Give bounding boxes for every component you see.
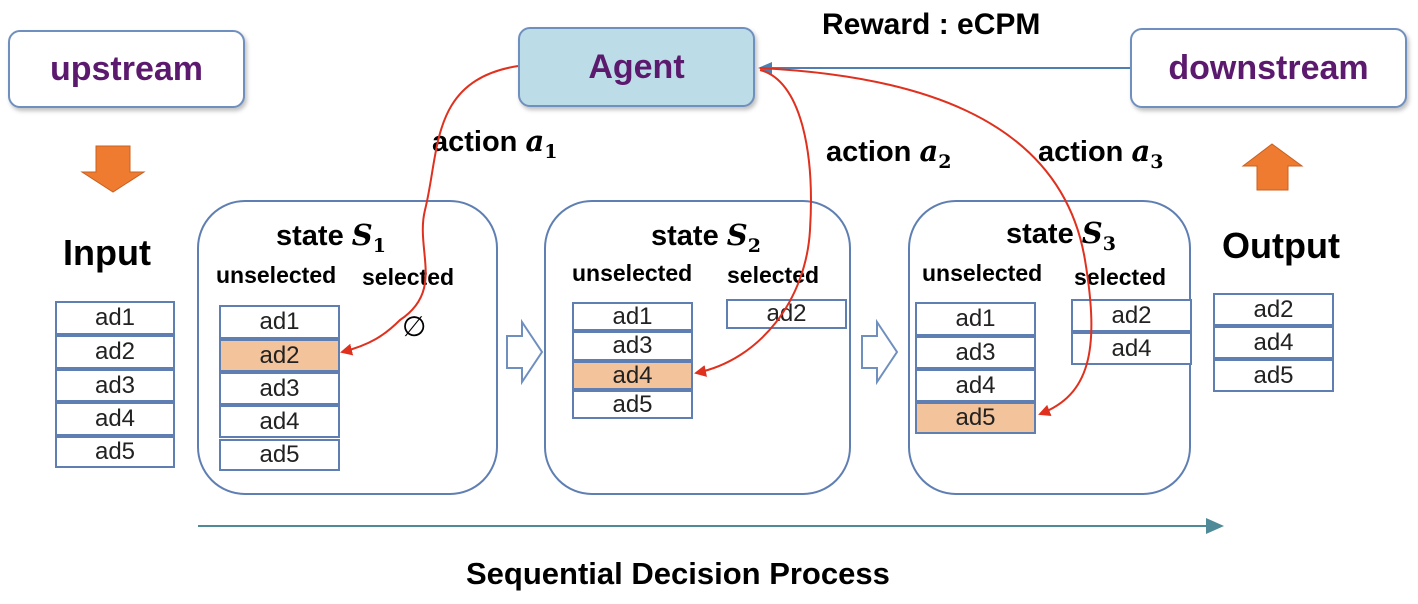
- action-3-curve: [759, 67, 1093, 417]
- state-1-unselected-item: ad4: [219, 405, 340, 438]
- state-1-unselected-item: ad3: [219, 372, 340, 405]
- state-2-unselected-item-highlighted: ad4: [572, 361, 693, 390]
- action-1-label: action a1: [432, 124, 558, 163]
- agent-box: Agent: [518, 27, 755, 107]
- state-2-unselected-label: unselected: [572, 260, 693, 286]
- state-3-unselected-label: unselected: [922, 260, 1043, 286]
- state-1-unselected-item: ad5: [219, 439, 340, 471]
- state-2-unselected-item: ad1: [572, 302, 693, 331]
- state-1-selected-label: selected: [362, 264, 455, 290]
- action-3-label: action a3: [1038, 134, 1164, 173]
- reward-label: Reward : eCPM: [822, 8, 1041, 41]
- state-1-unselected-label: unselected: [216, 262, 337, 288]
- upstream-down-arrow: [80, 145, 146, 193]
- action-2-label: action a2: [826, 134, 952, 173]
- action-1-curve: [340, 65, 519, 356]
- state-3-unselected-item-highlighted: ad5: [915, 402, 1036, 434]
- state-1-unselected-item-highlighted: ad2: [219, 339, 340, 372]
- state-2-selected-item: ad2: [726, 299, 847, 329]
- input-item: ad2: [55, 335, 175, 369]
- upstream-box: upstream: [8, 30, 245, 108]
- transition-arrow-2: [861, 318, 899, 386]
- state-2-unselected-item: ad5: [572, 390, 693, 419]
- input-item: ad1: [55, 301, 175, 335]
- upstream-label: upstream: [49, 49, 204, 88]
- state-1-title: state S1: [276, 218, 386, 257]
- state-2-title: state S2: [651, 218, 761, 257]
- state-2-unselected-item: ad3: [572, 331, 693, 361]
- input-item: ad5: [55, 436, 175, 468]
- state-3-unselected-item: ad1: [915, 302, 1036, 336]
- state-3-unselected-item: ad3: [915, 336, 1036, 369]
- input-item: ad3: [55, 369, 175, 402]
- state-1-unselected-item: ad1: [219, 305, 340, 339]
- action-2-curve: [694, 69, 812, 377]
- footer-label: Sequential Decision Process: [466, 556, 890, 591]
- output-item: ad4: [1213, 326, 1334, 359]
- process-arrowhead: [1206, 518, 1224, 534]
- transition-arrow-1: [506, 318, 544, 386]
- output-title: Output: [1222, 225, 1340, 266]
- input-item: ad4: [55, 402, 175, 436]
- downstream-label: downstream: [1168, 48, 1369, 87]
- output-item: ad2: [1213, 293, 1334, 326]
- state-3-title: state S3: [1006, 216, 1116, 255]
- agent-label: Agent: [588, 47, 685, 86]
- downstream-box: downstream: [1130, 28, 1407, 108]
- output-item: ad5: [1213, 359, 1334, 392]
- state-3-unselected-item: ad4: [915, 369, 1036, 402]
- output-up-arrow: [1241, 143, 1304, 191]
- input-title: Input: [63, 232, 151, 273]
